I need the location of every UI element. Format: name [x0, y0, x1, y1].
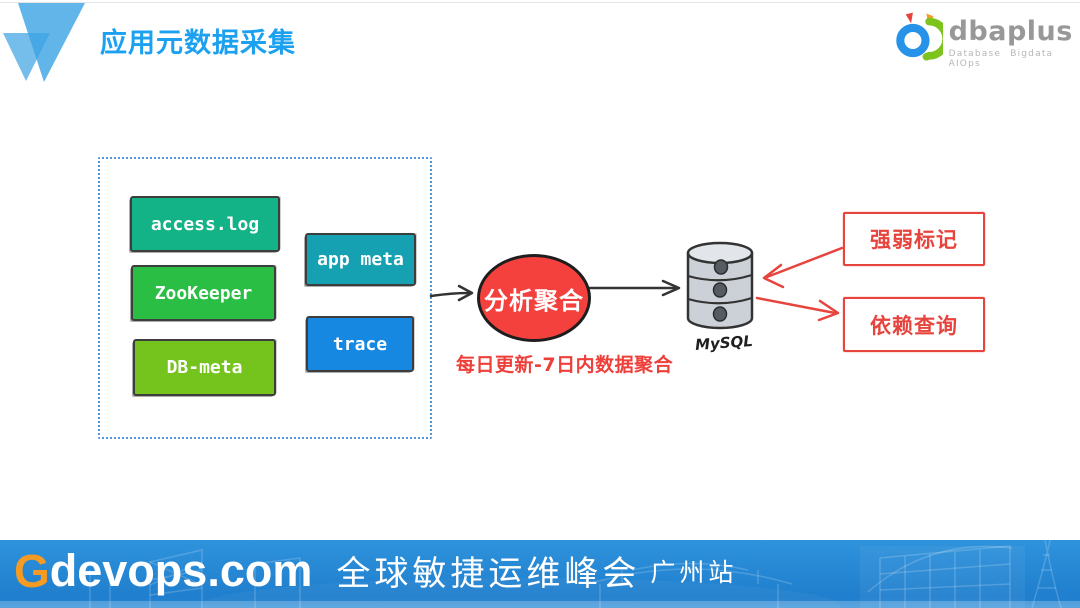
arrow-database-to-dependency-head [817, 299, 840, 322]
top-border-line [0, 2, 1080, 3]
footer-summit-title: 全球敏捷运维峰会 [336, 554, 641, 594]
footer-bottom-strip [0, 601, 1080, 608]
arrow-sources-to-process [429, 291, 470, 298]
process-node-label: 分析聚合 [484, 286, 584, 315]
mysql-database-icon [686, 241, 754, 330]
process-note: 每日更新-7日内数据聚合 [456, 354, 674, 376]
footer-skyline-art [89, 540, 1062, 608]
triangle-small [3, 33, 50, 81]
node-zookeeper: ZooKeeper [131, 265, 276, 321]
arrow-strong-weak-to-database-head [762, 263, 785, 289]
footer-brand-g: G [14, 544, 50, 597]
node-app-meta: app meta [305, 233, 416, 286]
node-db-meta: DB-meta [133, 339, 276, 396]
footer-brand-dotcom: .com [207, 545, 313, 596]
footer-brand-devops: devops [49, 545, 208, 596]
page-title: 应用元数据采集 [100, 28, 296, 59]
node-db-meta-label: DB-meta [166, 357, 243, 378]
mysql-label: MySQL [694, 332, 754, 354]
gdevops-triangles-icon [3, 3, 85, 82]
node-access-log-label: access.log [150, 213, 260, 235]
output-strong-weak-label: 强弱标记 [870, 228, 958, 252]
arrow-strong-weak-to-database [765, 246, 844, 279]
arrow-sources-to-process-head [457, 284, 474, 302]
dbaplus-logo: dbaplus Database Bigdata AIOps [894, 9, 1080, 69]
process-node-analysis: 分析聚合 [477, 254, 591, 342]
node-trace: trace [306, 316, 414, 372]
output-node-strong-weak-mark: 强弱标记 [843, 212, 985, 266]
dbaplus-tagline: Database Bigdata AIOps [948, 49, 1054, 69]
arrow-database-to-dependency [755, 296, 837, 315]
triangle-big [18, 3, 85, 82]
node-app-meta-label: app meta [317, 249, 404, 270]
output-dependency-label: 依赖查询 [870, 313, 958, 338]
arrow-process-to-database-head [661, 279, 681, 297]
node-zookeeper-label: ZooKeeper [154, 282, 253, 304]
dbaplus-logo-icon [896, 12, 943, 61]
footer-location: 广州站 [650, 557, 738, 587]
node-access-log: access.log [130, 196, 280, 252]
sources-group-border [98, 157, 432, 439]
dbaplus-brand-text: dbaplus [948, 16, 1073, 47]
node-trace-label: trace [332, 333, 388, 355]
output-node-dependency-query: 依赖查询 [843, 297, 985, 352]
